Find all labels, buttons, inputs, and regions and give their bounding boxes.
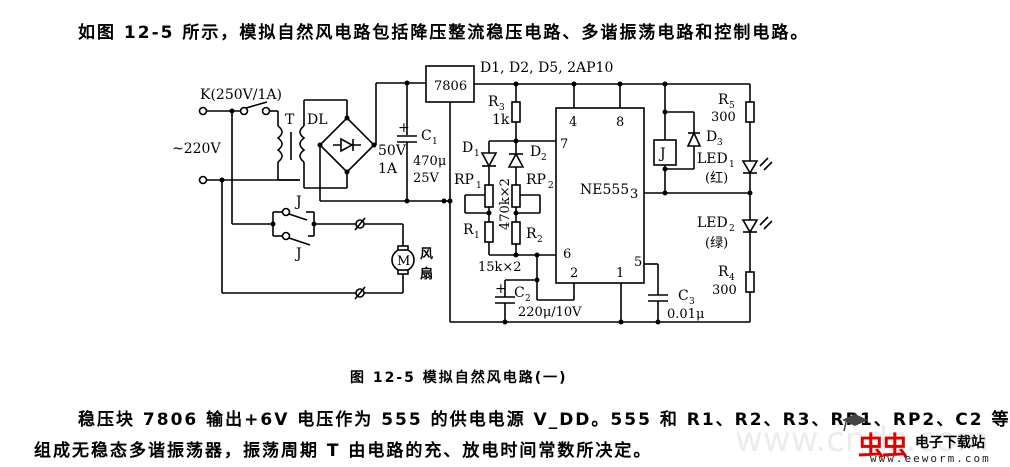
label-fragment: 1 (432, 137, 438, 147)
label-ic: NE555 (580, 182, 629, 198)
label-bridge: DL (307, 112, 328, 128)
resistor-r4 (745, 271, 755, 293)
label-switch-k: K(250V/1A) (200, 87, 282, 103)
graduation-cap-icon (840, 412, 870, 432)
label-fragment: 8 (616, 115, 624, 130)
label-regulator: 7806 (434, 79, 467, 94)
watermark-brand-url: www.eeworm.com (870, 452, 991, 465)
label-led2: LED (697, 215, 728, 231)
potentiometer-rp1 (484, 184, 494, 208)
label-relay-contact-1: J (294, 194, 302, 210)
mains-terminal-top (198, 106, 208, 116)
watermark-faint-text: www.cndz.com (735, 420, 990, 460)
label-led1: LED (697, 151, 728, 167)
diode-d1 (480, 152, 498, 168)
label-rp2: RP (526, 172, 546, 188)
diode-d2 (507, 152, 525, 168)
label-fragment: 1 (474, 149, 480, 159)
label-relay: J (658, 146, 666, 162)
label-d3: D (706, 129, 717, 145)
label-fragment: 2 (541, 153, 547, 163)
label-fragment: 2 (537, 235, 543, 245)
label-r5-value: 300 (711, 110, 736, 125)
label-r3: R (488, 94, 499, 110)
label-r4-value: 300 (712, 283, 737, 298)
label-led2-color: (绿) (705, 236, 728, 251)
label-rp1: RP (454, 172, 474, 188)
label-transformer: T (285, 112, 295, 128)
label-fragment: 1 (616, 266, 624, 281)
label-fragment: 2 (548, 181, 554, 191)
label-r4: R (718, 264, 729, 280)
label-r1: R (463, 222, 474, 238)
ic-ne555 (555, 107, 645, 284)
label-fragment: 6 (563, 247, 571, 262)
led1 (741, 160, 759, 175)
label-c1: C (421, 128, 432, 144)
potentiometer-rp2 (511, 184, 521, 208)
label-bridge-rating-2: 1A (378, 161, 398, 177)
mains-terminal-bottom (198, 175, 208, 185)
watermark-brand-cn: 电子下载站 (915, 435, 985, 451)
label-fragment: 3 (630, 187, 638, 202)
resistor-r2 (511, 221, 521, 245)
label-d2: D (530, 144, 541, 160)
label-c2-value: 220μ/10V (518, 305, 582, 320)
transformer-secondary (299, 125, 306, 163)
switch-k-blade (245, 101, 268, 109)
body-paragraph-line-1: 稳压块 7806 输出+6V 电压作为 555 的供电电源 V_DD。555 和… (78, 410, 1010, 430)
label-c2: C (514, 285, 525, 301)
label-fragment: 2 (729, 224, 735, 234)
svg-text:+: + (398, 120, 410, 136)
label-r-value: 15k×2 (478, 260, 522, 275)
label-r5: R (718, 92, 729, 108)
label-fragment: 2 (570, 266, 578, 281)
label-fragment: 3 (717, 138, 723, 148)
relay-contact-blade-1 (288, 213, 308, 221)
label-fragment: 2 (525, 294, 531, 304)
label-c3: C (678, 288, 689, 304)
label-relay-contact-2: J (294, 246, 302, 262)
label-d1: D (462, 140, 473, 156)
label-fragment: 5 (729, 101, 735, 111)
label-fragment: 7 (560, 137, 568, 152)
label-diode-spec: D1, D2, D5, 2AP10 (480, 60, 613, 76)
diode-d3 (686, 131, 702, 147)
resistor-r1 (484, 221, 494, 243)
resistor-r3 (511, 101, 521, 123)
label-rp-value: 470k×2 (498, 178, 513, 230)
label-led1-color: (红) (705, 170, 728, 186)
label-fragment: 4 (729, 273, 735, 283)
label-r2: R (526, 226, 537, 242)
label-bridge-rating-1: 50V (378, 143, 407, 159)
resistor-r5 (745, 101, 755, 123)
label-c1-value-2: 25V (413, 171, 440, 186)
label-fragment: 1 (474, 231, 480, 241)
label-mains: ~220V (172, 141, 221, 157)
label-motor: M (397, 254, 410, 269)
led2 (741, 219, 759, 234)
transformer-primary (276, 125, 283, 163)
label-fan-1: 风 (420, 247, 433, 262)
watermark-logo-icon: 虫虫 (858, 432, 908, 462)
label-c3-value: 0.01μ (667, 307, 704, 322)
label-fragment: 3 (689, 297, 695, 307)
wires (198, 65, 773, 323)
label-fan-2: 扇 (420, 266, 433, 282)
label-r3-value: 1k (492, 112, 510, 128)
label-fragment: 4 (569, 115, 577, 130)
label-fragment: 1 (729, 160, 735, 170)
label-fragment: 1 (476, 181, 482, 191)
svg-text:+: + (495, 281, 507, 297)
relay-contact-blade-2 (288, 237, 311, 246)
label-fragment: 3 (499, 103, 505, 113)
body-paragraph-line-2: 组成无稳态多谐振荡器，振荡周期 T 由电路的充、放电时间常数所决定。 (34, 441, 653, 461)
intro-paragraph: 如图 12-5 所示，模拟自然风电路包括降压整流稳压电路、多谐振荡电路和控制电路… (78, 23, 810, 43)
figure-caption: 图 12-5 模拟自然风电路(一) (350, 370, 568, 386)
junction-dots (219, 80, 753, 325)
label-c1-value-1: 470μ (413, 154, 446, 169)
label-fragment: 5 (634, 255, 642, 270)
